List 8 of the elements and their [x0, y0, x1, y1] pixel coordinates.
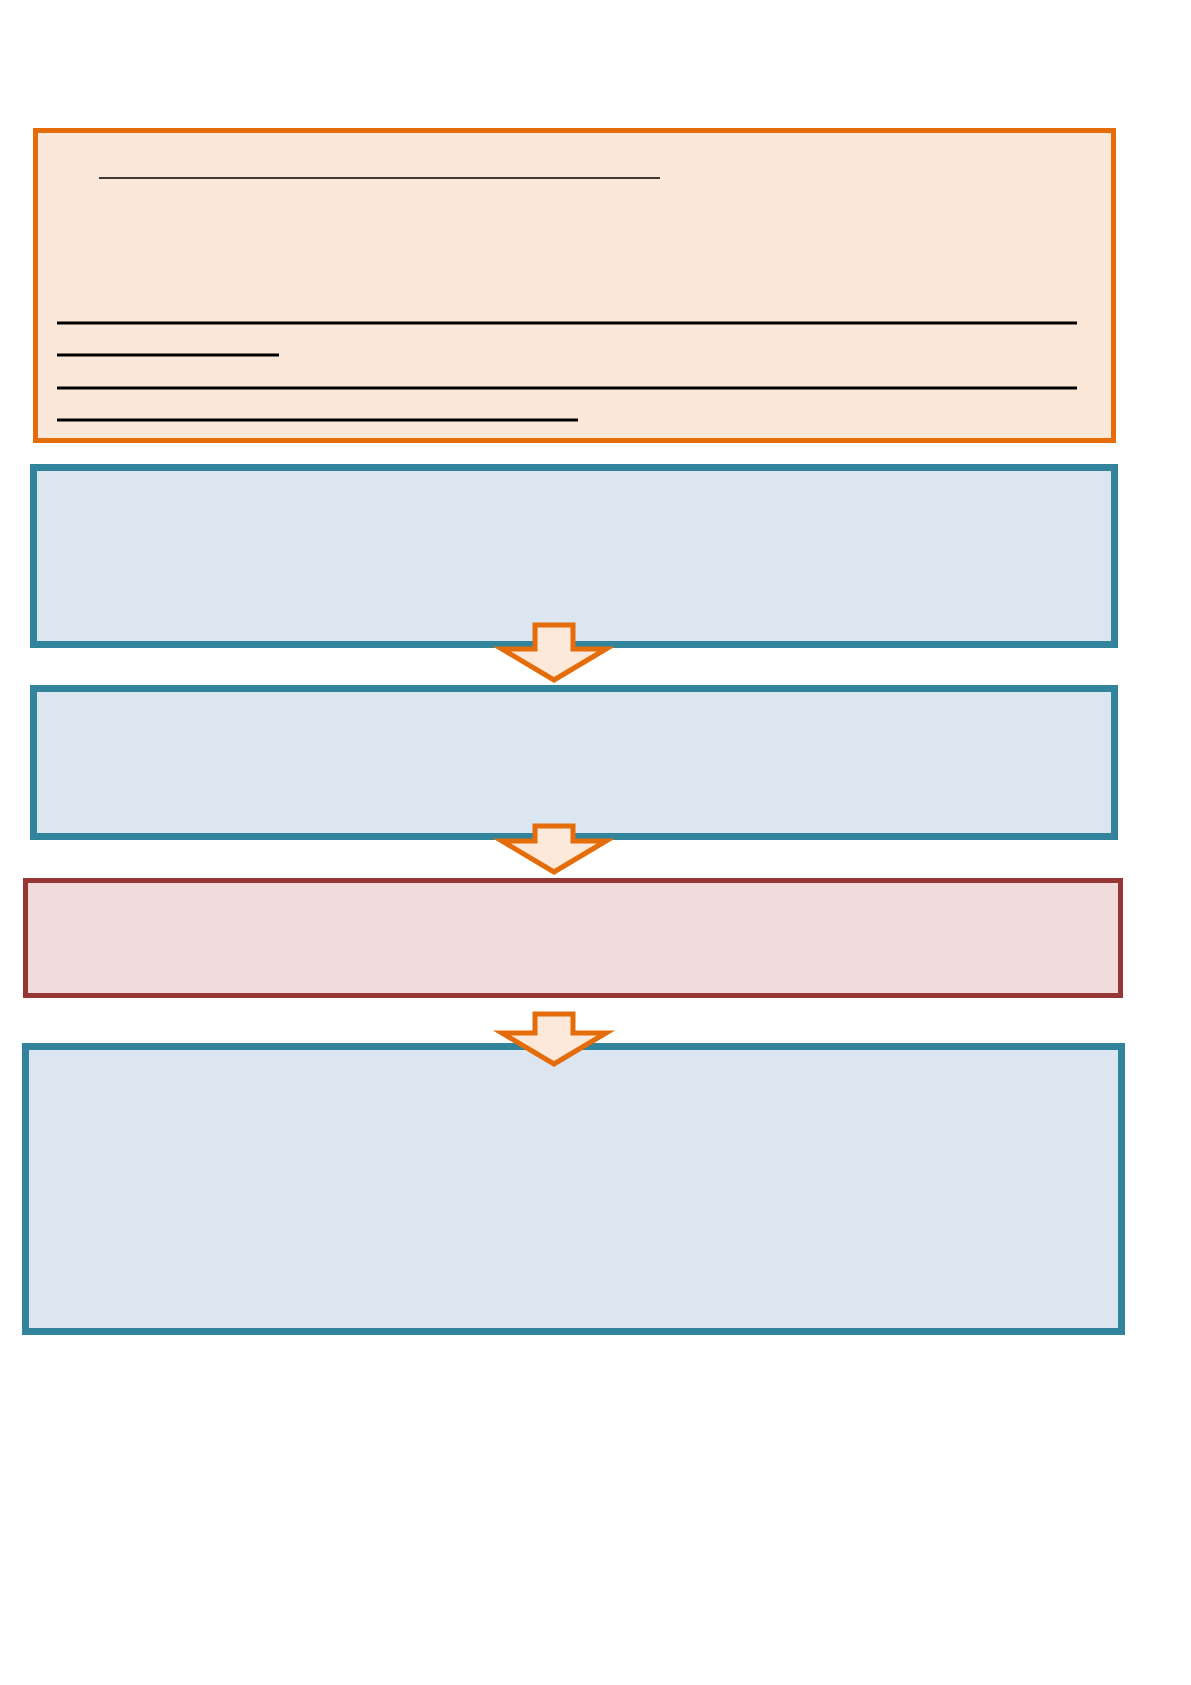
process-box	[30, 685, 1118, 840]
process-box	[33, 128, 1116, 443]
block-arrow	[492, 622, 616, 683]
process-box	[23, 878, 1123, 998]
process-box	[30, 464, 1118, 648]
process-box	[22, 1043, 1125, 1335]
block-arrow	[492, 823, 616, 875]
block-arrow	[492, 1011, 616, 1067]
